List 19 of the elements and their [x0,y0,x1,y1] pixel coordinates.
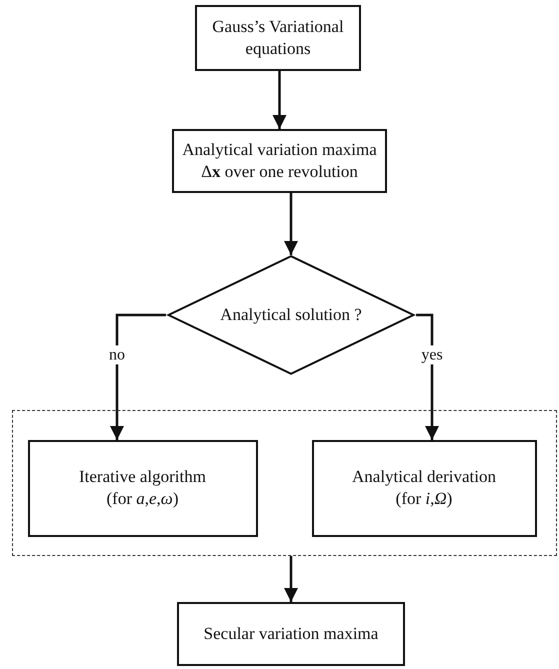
node-label: Analytical variation maxima Δx over one revolution [181,138,378,183]
node-subtitle: (for a,e,ω) [106,488,180,510]
node-label: Secular variation maxima [202,622,380,645]
arrow [272,71,286,129]
dashed-group-frame [12,410,557,556]
node-subtitle: (for i,Ω) [394,488,454,510]
node-label: Iterative algorithm [78,466,207,488]
arrow [110,314,166,440]
decision-diamond [166,255,416,375]
process-box [312,440,536,536]
node-label: Analytical solution ? [219,304,363,326]
arrow [284,193,298,255]
process-box [28,440,258,536]
process-box [172,129,387,193]
arrow [284,556,298,602]
process-box [177,602,405,666]
process-box [195,5,361,71]
node-label: Gauss’s Variational equations [211,16,345,60]
node-label: Analytical derivation [351,466,497,488]
